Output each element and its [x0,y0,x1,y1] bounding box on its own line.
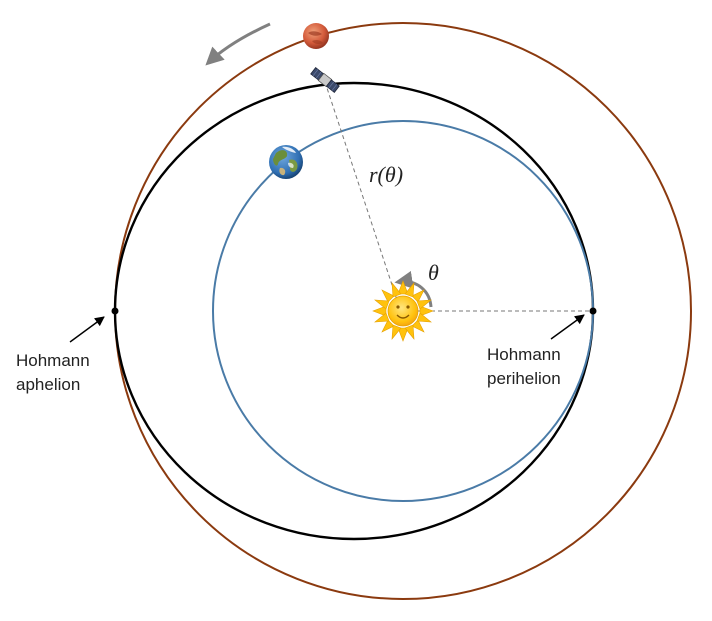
aphelion-point [111,307,119,315]
sun-icon [372,280,434,342]
perihelion-label-line1: Hohmann [487,345,561,364]
perihelion-pointer-arrow [550,314,585,340]
mars-icon [303,23,329,49]
satellite-icon [310,67,340,93]
transfer-orbit [113,81,595,541]
direction-arrow [205,22,271,66]
aphelion-label-line2: aphelion [16,375,80,394]
earth-icon [269,145,303,179]
aphelion-pointer-arrow [69,316,105,343]
radius-line [324,81,398,301]
aphelion-label-line1: Hohmann [16,351,90,370]
perihelion-label-line2: perihelion [487,369,561,388]
perihelion-point [589,307,597,315]
radius-label: r(θ) [369,162,403,187]
theta-label: θ [428,260,439,285]
